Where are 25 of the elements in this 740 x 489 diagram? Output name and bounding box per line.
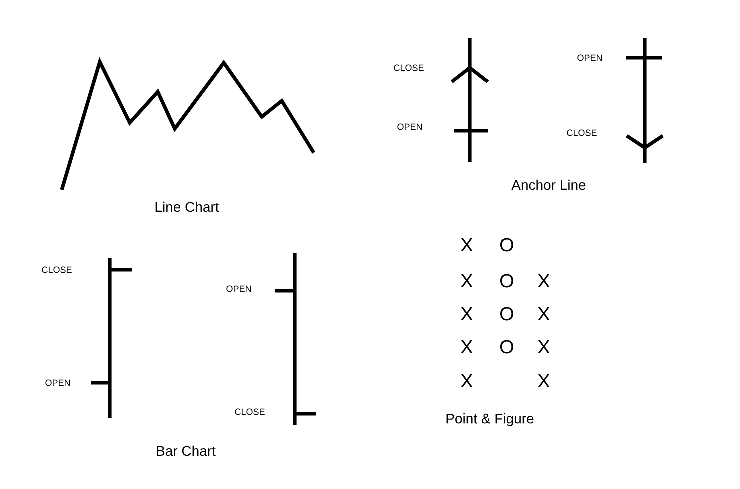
chart-caption: Line Chart — [156, 202, 220, 212]
chart-caption: Bar Chart — [157, 446, 216, 456]
pf-symbol: X — [538, 307, 550, 321]
price-label: OPEN — [578, 54, 602, 62]
pf-symbol: X — [461, 374, 473, 388]
pf-symbol: X — [461, 340, 473, 354]
pf-symbol: O — [500, 307, 514, 321]
chart-caption: Point & Figure — [446, 413, 534, 426]
price-label: CLOSE — [42, 266, 72, 274]
pf-symbol: X — [538, 274, 550, 288]
pf-symbol: X — [461, 274, 473, 288]
price-label: OPEN — [226, 286, 252, 292]
price-label: CLOSE — [235, 408, 265, 416]
pf-symbol: X — [538, 374, 550, 388]
pf-symbol: O — [500, 340, 514, 354]
price-label: OPEN — [46, 380, 70, 386]
pf-symbol: X — [461, 238, 473, 252]
pf-symbol: X — [538, 340, 550, 354]
price-label: CLOSE — [567, 130, 597, 136]
pf-symbol: O — [500, 274, 514, 288]
price-label: OPEN — [398, 124, 422, 130]
pf-symbol: X — [461, 307, 473, 321]
chart-caption: Anchor Line — [512, 180, 586, 190]
pf-symbol: O — [500, 238, 514, 252]
price-label: CLOSE — [394, 64, 424, 72]
